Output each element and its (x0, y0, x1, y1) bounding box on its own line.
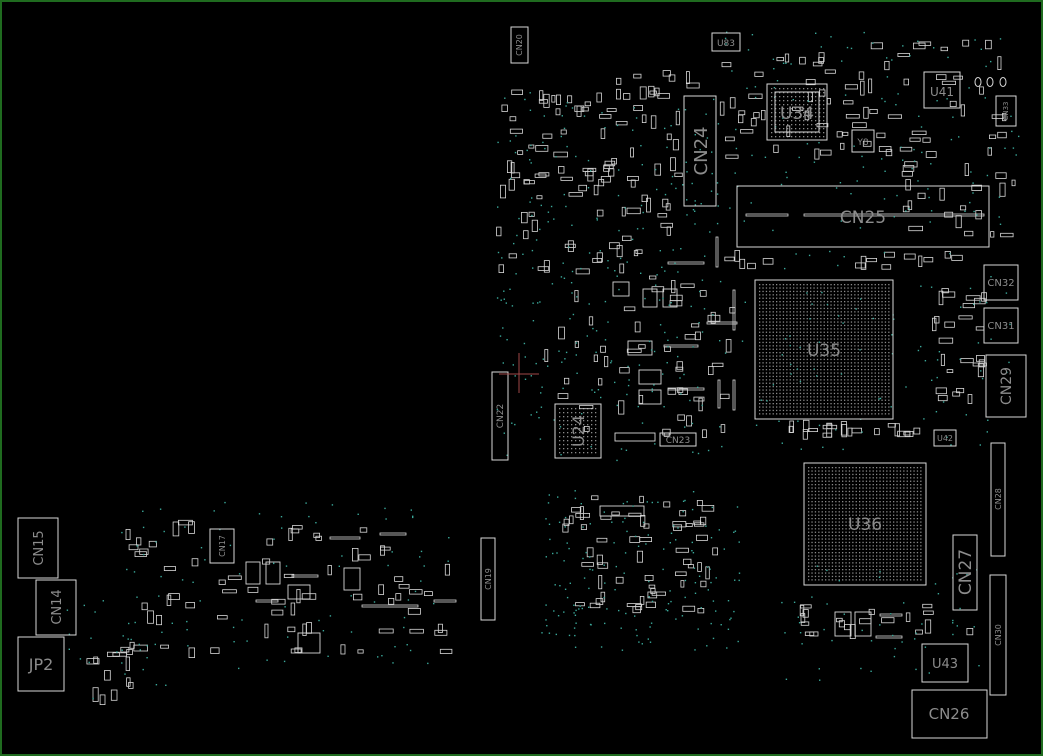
cn19-outline[interactable] (480, 537, 496, 621)
cn14-label: CN14 (50, 589, 65, 624)
cn27-label: CN27 (956, 549, 976, 595)
cn28-label: CN28 (994, 488, 1003, 510)
cn31-label: CN31 (987, 321, 1014, 332)
u24-ball-grid (559, 408, 597, 454)
u35-ball-grid (759, 284, 890, 415)
cn17-label: CN17 (218, 535, 227, 557)
u83-label: U83 (717, 39, 735, 49)
cn24-outline[interactable] (683, 95, 717, 207)
u36-ball-grid (808, 467, 922, 581)
cn32-outline[interactable] (983, 264, 1019, 301)
passive-components-layer (86, 39, 1016, 706)
u35-label: U35 (807, 341, 841, 361)
u34-die (774, 91, 820, 133)
u36-label: U36 (848, 515, 882, 535)
u24-outline[interactable] (554, 403, 602, 459)
cn23-outline[interactable] (659, 432, 697, 447)
u43-outline[interactable] (921, 643, 969, 683)
cn26-outline[interactable] (911, 689, 988, 739)
cn14-outline[interactable] (35, 579, 77, 636)
cn22-outline[interactable] (491, 371, 509, 461)
jp2-outline[interactable] (17, 636, 65, 692)
cn30-outline[interactable] (989, 574, 1007, 696)
passive-parts (86, 39, 1016, 706)
cn28-outline[interactable] (990, 442, 1006, 557)
jp2-label: JP2 (28, 655, 54, 674)
y8-outline[interactable] (851, 129, 875, 153)
u34-label: U34 (780, 104, 814, 124)
cn17-outline[interactable] (209, 528, 235, 564)
u43-label: U43 (932, 657, 958, 672)
crosshair-cursor-icon (499, 353, 539, 393)
cn33-outline[interactable] (995, 95, 1017, 127)
via-dots (66, 31, 1020, 700)
cn15-outline[interactable] (17, 517, 59, 579)
u41-label: U41 (930, 85, 954, 99)
u24-label: U24 (569, 415, 588, 447)
u36-outline[interactable] (803, 462, 927, 586)
cn29-label: CN29 (999, 367, 1015, 405)
cn29-outline[interactable] (985, 354, 1027, 418)
u35-outline[interactable] (754, 279, 894, 420)
cn25-label: CN25 (840, 208, 886, 228)
cn23-label: CN23 (666, 436, 690, 446)
cn32-label: CN32 (987, 278, 1014, 289)
cn31-outline[interactable] (983, 307, 1019, 344)
u34-ball-grid (771, 88, 825, 138)
u42-outline[interactable] (933, 429, 957, 447)
cn24-label: CN24 (691, 127, 712, 176)
u83-outline[interactable] (711, 32, 741, 52)
cn25-outline[interactable] (736, 185, 990, 248)
cn20-label: CN20 (515, 34, 524, 56)
y8-label: Y8 (856, 138, 868, 148)
cn33-label: CN33 (1002, 101, 1010, 120)
u41-outline[interactable] (923, 71, 961, 109)
cn15-label: CN15 (32, 530, 47, 565)
u42-label: U42 (937, 434, 953, 443)
cn19-label: CN19 (484, 568, 493, 590)
vias-layer (66, 31, 1020, 700)
u34-outline[interactable] (766, 83, 828, 141)
cn27-outline[interactable] (952, 534, 978, 611)
cn22-label: CN22 (496, 404, 506, 428)
cn26-label: CN26 (929, 705, 970, 723)
cn20-outline[interactable] (510, 26, 529, 64)
cn30-label: CN30 (994, 624, 1003, 646)
